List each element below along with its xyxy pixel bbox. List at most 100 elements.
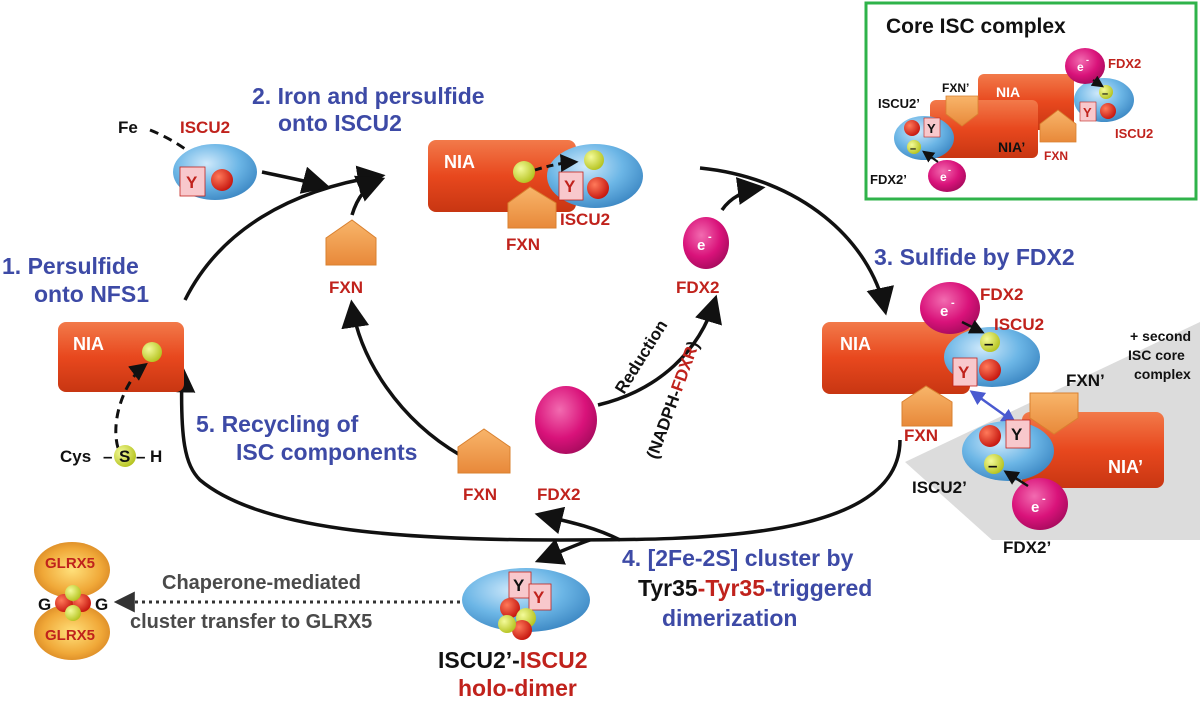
cluster-sulfur-holo-2: [498, 615, 516, 633]
fxn-shape-free: [325, 219, 377, 266]
fdx2-label-recycle: FDX2: [537, 485, 580, 504]
s-label: S: [119, 447, 130, 466]
fdx2-prime-protein-inset: [928, 160, 966, 192]
second-core-line3: complex: [1134, 366, 1191, 382]
fdx2-prime-e-label-step3: e: [1031, 499, 1039, 516]
fdx2-prime-protein-step3: [1012, 478, 1068, 530]
tyr-label-prime-step3: Y: [1011, 425, 1023, 444]
glrx5-label-top: GLRX5: [45, 555, 95, 572]
reduction-label: Reduction: [611, 317, 671, 398]
tyr-box-step2: [558, 171, 584, 201]
cys-dash2: –: [136, 447, 145, 466]
tyr-label-holo-a: Y: [513, 576, 525, 595]
step4-title-line2: Tyr35-Tyr35-triggered: [638, 575, 872, 601]
fdx2-e-label-step3: e: [940, 303, 948, 320]
second-core-line1: + second: [1130, 328, 1191, 344]
cycle-arrows: [167, 165, 902, 565]
fxn-label-step2: FXN: [506, 235, 540, 254]
fdx2-prime-label-step3: FDX2’: [1003, 538, 1051, 557]
cys-label: Cys: [60, 447, 91, 466]
fxn-prime-label-inset: FXN’: [942, 81, 969, 95]
iron-atom-step3: [979, 359, 1001, 381]
step4-title-line3: dimerization: [662, 605, 797, 631]
tyr-tyr-interaction-arrow: [969, 390, 1017, 424]
iron-atom-prime-step3: [979, 425, 1001, 447]
iscu2-label-inset: ISCU2: [1115, 126, 1153, 141]
iron-atom-inset: [1100, 103, 1116, 119]
fxn-shape-step2: [507, 186, 557, 229]
iscu2-prime-label-step3: ISCU2’: [912, 478, 967, 497]
iscu2-label-step2: ISCU2: [560, 210, 610, 229]
glrx5-g-right: G: [95, 595, 108, 614]
fdx2-prime-e-sup-step3: -: [1042, 493, 1046, 505]
fe-label: Fe: [118, 118, 138, 137]
fdx2-e-sup-inset: -: [1086, 55, 1089, 65]
glrx5-cluster-sulfur-2: [65, 605, 81, 621]
fxn-label-inset: FXN: [1044, 149, 1068, 163]
glrx5-protein-bottom: [34, 604, 110, 660]
nia-block-step1: [58, 322, 184, 392]
nia-label-inset: NIA: [996, 84, 1020, 100]
tyr-box-inset: [1079, 101, 1097, 122]
fxn-label-step3: FXN: [904, 426, 938, 445]
electron-arrow-inset: [1090, 75, 1104, 88]
nia-block-step3: [822, 322, 970, 394]
tyr-label-top: Y: [186, 173, 198, 192]
cys-to-nia-arrow: [114, 362, 148, 449]
fdx2-e-label-free: e: [697, 237, 705, 254]
tyr-box-holo-b: [528, 583, 552, 611]
core-isc-inset-title: Core ISC complex: [886, 15, 1066, 38]
glrx5-label-bottom: GLRX5: [45, 627, 95, 644]
fdx2-e-sup-step3: -: [951, 297, 955, 309]
tyr-label-inset: Y: [1083, 105, 1092, 120]
step1-title-line2: onto NFS1: [34, 281, 149, 307]
second-core-line2: ISC core: [1128, 347, 1185, 363]
electron-arrow-step3: [961, 319, 985, 334]
iscu2-holo-dimer-protein: [462, 568, 590, 632]
cys-dash1: –: [103, 447, 112, 466]
step4-title-line1: 4. [2Fe-2S] cluster by: [622, 545, 854, 571]
step2-title-line1: 2. Iron and persulfide: [252, 83, 485, 109]
iscu2-prime-label-inset: ISCU2’: [878, 96, 920, 111]
iron-atom-prime-inset: [904, 120, 920, 136]
fdx2-e-label-inset: e: [1077, 60, 1084, 74]
fdx2-protein-step3: [920, 282, 980, 334]
iscu2-label-top: ISCU2: [180, 118, 230, 137]
iron-atom-top: [211, 169, 233, 191]
iscu2-label-step3: ISCU2: [994, 315, 1044, 334]
sulfide-atom-prime-inset: [907, 140, 921, 154]
fdx2-e-sup-free: -: [708, 231, 712, 243]
fdx2-protein-inset: [1065, 48, 1105, 84]
tyr-label-holo-b: Y: [533, 588, 545, 607]
fdx2-protein-recycle: [535, 386, 597, 454]
tyr-box-top: [179, 166, 206, 197]
sulfide-atom-prime-step3: [984, 454, 1004, 474]
electron-arrow-prime-inset: [922, 150, 939, 163]
fxn-shape-step3: [901, 385, 953, 427]
sulfide-atom-step3: [980, 332, 1000, 352]
fdx2-prime-e-sup-inset: -: [948, 165, 951, 175]
sulfide-atom-inset: [1099, 85, 1113, 99]
fxn-prime-shape-step3: [1029, 392, 1079, 435]
persulfide-dot-step1: [142, 342, 162, 362]
sulfur-atom-step2-b: [584, 150, 604, 170]
glrx5-protein-top: [34, 542, 110, 598]
glrx5-cluster-sulfur-1: [65, 585, 81, 601]
chaperone-text-line1: Chaperone-mediated: [162, 572, 361, 594]
tyr-label-step2: Y: [564, 177, 576, 196]
sulfide-minus-prime-inset: –: [910, 143, 916, 155]
fdx2-label-step3: FDX2: [980, 285, 1023, 304]
chaperone-text-line2: cluster transfer to GLRX5: [130, 611, 372, 633]
fxn-shape-recycle: [457, 428, 511, 474]
nia-prime-label-inset: NIA’: [998, 139, 1025, 155]
h-label: H: [150, 447, 162, 466]
fdx2-prime-label-inset: FDX2’: [870, 172, 907, 187]
sulfide-minus-inset: –: [1102, 88, 1108, 100]
fxn-prime-label-step3: FXN’: [1066, 371, 1105, 390]
tyr-box-prime-step3: [1005, 419, 1031, 449]
fxn-shape-inset: [1039, 109, 1077, 143]
step5-title-line2: ISC components: [236, 439, 417, 465]
glrx5-g-left: G: [38, 595, 51, 614]
cluster-iron-holo-1: [500, 598, 520, 618]
